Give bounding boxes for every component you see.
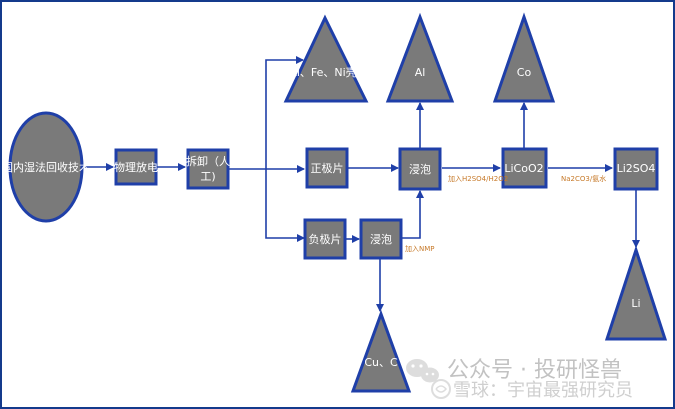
node-anode-label: 负极片 xyxy=(309,232,342,246)
output-cu-c-label: Cu、C xyxy=(364,356,398,369)
node-discharge-label: 物理放电 xyxy=(114,160,158,174)
node-cathode: 正极片 xyxy=(305,147,349,189)
node-soak-anode-label: 浸泡 xyxy=(370,232,392,246)
xueqiu-icon xyxy=(431,379,451,399)
edge-anode-soak-to-cathode-soak xyxy=(402,190,424,239)
watermark-line2: 雪球：宇宙最强研究员 xyxy=(453,380,633,401)
output-co-label: Co xyxy=(517,66,532,79)
watermark-line1: 公众号 · 投研怪兽 xyxy=(447,358,622,383)
watermark: 公众号 · 投研怪兽 雪球：宇宙最强研究员 xyxy=(406,358,633,401)
edge-label-base: Na2CO3/氨水 xyxy=(561,174,606,183)
output-cu-c: Cu、C xyxy=(350,309,412,393)
node-discharge: 物理放电 xyxy=(114,148,158,186)
output-shell: Al、Fe、Ni壳 xyxy=(283,14,369,103)
node-disassembly-line2: 工) xyxy=(200,170,215,183)
node-li2so4: Li2SO4 xyxy=(613,147,659,191)
output-al: Al xyxy=(385,12,455,103)
node-cathode-label: 正极片 xyxy=(311,161,344,175)
node-start: 国内湿法回收技术 xyxy=(2,111,90,223)
node-li2so4-label: Li2SO4 xyxy=(617,162,656,175)
connectors xyxy=(84,56,640,312)
node-disassembly: 拆卸（人 工) xyxy=(186,148,230,190)
node-anode: 负极片 xyxy=(303,218,347,260)
node-soak-cathode: 浸泡 xyxy=(398,147,442,191)
output-shell-label: Al、Fe、Ni壳 xyxy=(289,65,356,79)
node-disassembly-line1: 拆卸（人 xyxy=(186,154,230,168)
output-al-label: Al xyxy=(415,66,426,79)
edge-to-anode xyxy=(265,169,305,242)
output-li-label: Li xyxy=(631,297,640,310)
wechat-icon xyxy=(406,359,439,383)
edge-label-acid: 加入H2SO4/H2O2 xyxy=(448,174,508,183)
node-licoo2: LiCoO2 xyxy=(501,147,548,189)
node-licoo2-label: LiCoO2 xyxy=(504,162,543,175)
output-li: Li xyxy=(604,245,668,341)
node-soak-anode: 浸泡 xyxy=(359,218,403,260)
node-soak-cathode-label: 浸泡 xyxy=(409,162,431,176)
node-start-label: 国内湿法回收技术 xyxy=(2,160,90,174)
edge-to-shell xyxy=(265,56,304,169)
edge-label-nmp: 加入NMP xyxy=(405,244,435,253)
output-co: Co xyxy=(492,12,556,103)
